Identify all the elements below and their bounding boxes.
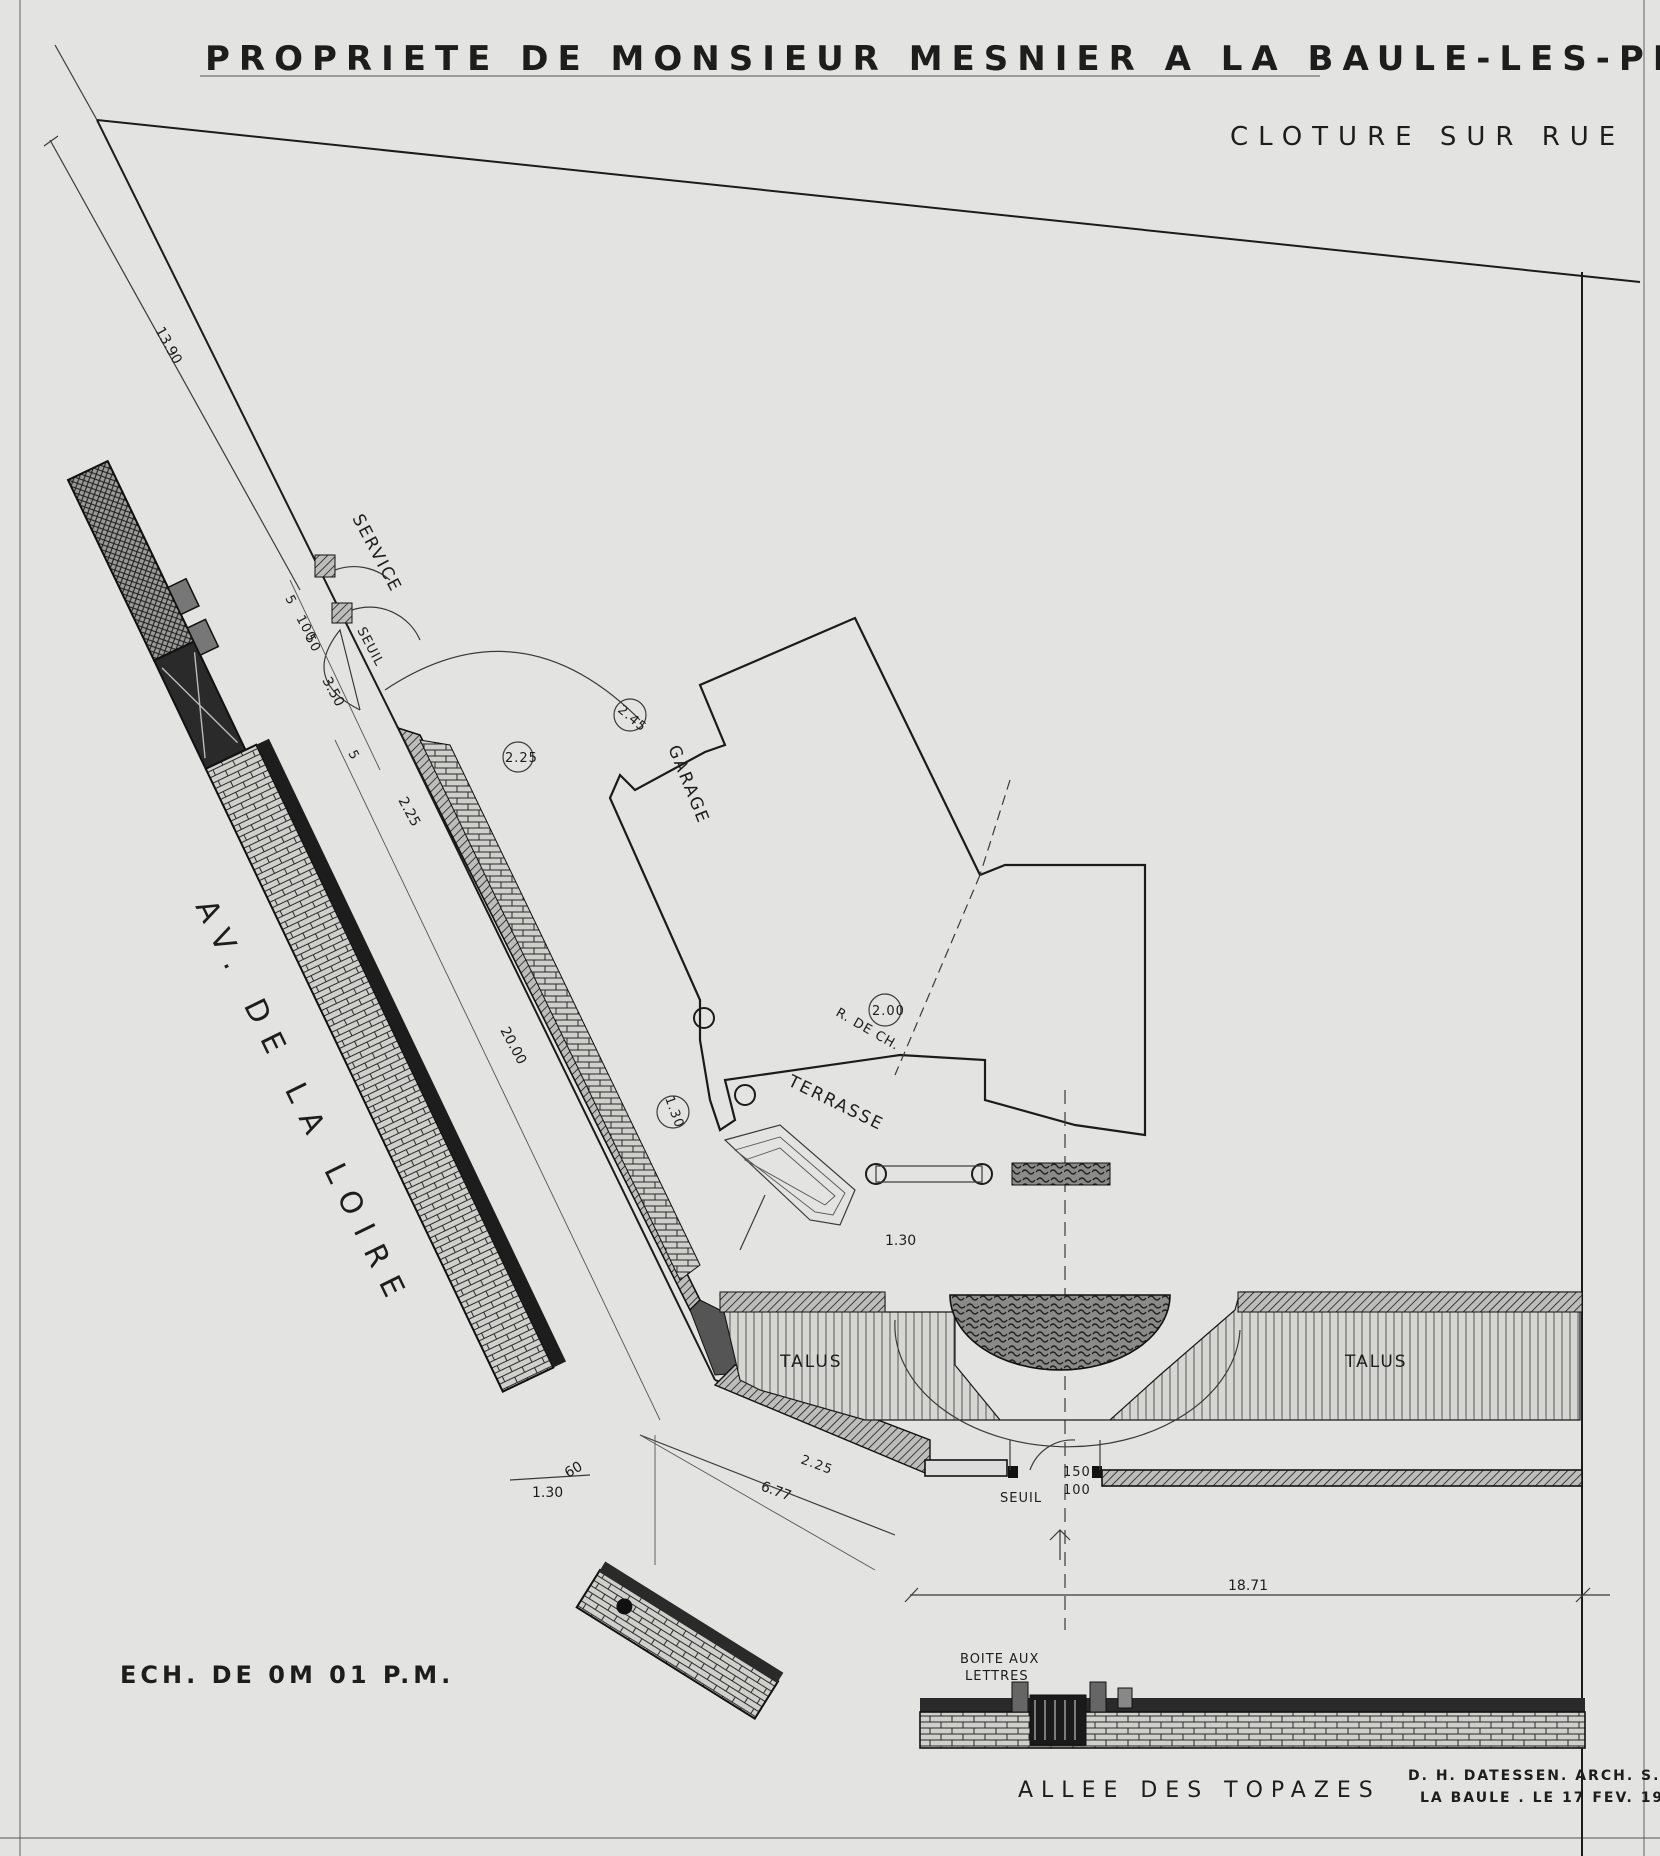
svg-text:2.25: 2.25	[394, 794, 423, 829]
svg-text:18.71: 18.71	[1228, 1578, 1268, 1594]
front-wall-elevation: BOITE AUX LETTRES	[919, 1652, 1586, 1749]
signature-line-1: D. H. DATESSEN. ARCH. S.A.D.G.	[1408, 1768, 1660, 1784]
property-boundary	[54, 44, 1641, 1856]
svg-text:SEUIL: SEUIL	[1000, 1491, 1042, 1506]
avenue-wall-elevation	[66, 459, 566, 1393]
svg-text:TALUS: TALUS	[779, 1352, 843, 1372]
svg-text:LETTRES: LETTRES	[965, 1669, 1029, 1684]
corner-entrance: 6.77 2.25	[639, 1434, 896, 1571]
alley-name-label: ALLEE DES TOPAZES	[1018, 1778, 1381, 1803]
svg-text:20.00: 20.00	[496, 1024, 529, 1067]
svg-text:BOITE AUX: BOITE AUX	[960, 1652, 1039, 1667]
svg-text:13.90: 13.90	[152, 324, 185, 367]
corner-wall-elevation	[575, 1561, 784, 1720]
svg-text:150: 150	[1063, 1465, 1091, 1480]
svg-text:1.30: 1.30	[885, 1233, 916, 1249]
svg-text:TALUS: TALUS	[1344, 1352, 1408, 1372]
plan-subtitle: CLOTURE SUR RUE	[1230, 122, 1625, 152]
svg-text:6.77: 6.77	[759, 1479, 794, 1505]
front-wall: SEUIL 150 100	[924, 1439, 1583, 1560]
svg-text:5: 5	[344, 748, 362, 763]
svg-text:2.25: 2.25	[505, 751, 538, 766]
svg-text:SERVICE: SERVICE	[348, 511, 406, 596]
svg-text:100: 100	[1063, 1483, 1091, 1498]
entrance-steps	[723, 1124, 856, 1251]
front-garden: TALUS TALUS	[719, 1291, 1583, 1448]
signature-line-2: LA BAULE . LE 17 FEV. 1937	[1420, 1790, 1660, 1806]
frontage-dimension: 18.71	[904, 1578, 1610, 1603]
svg-text:2.00: 2.00	[872, 1004, 905, 1019]
plan-title: PROPRIETE DE MONSIEUR MESNIER A LA BAULE…	[205, 39, 1660, 79]
svg-text:1.30: 1.30	[532, 1485, 563, 1501]
svg-text:TERRASSE: TERRASSE	[784, 1071, 887, 1135]
scale-label: ECH. DE 0M 01 P.M.	[120, 1661, 454, 1689]
svg-text:2.25: 2.25	[799, 1453, 835, 1478]
svg-text:5: 5	[281, 593, 299, 608]
svg-text:GARAGE: GARAGE	[663, 742, 713, 827]
wall-thickness-dimension: 1.30 60	[509, 1459, 591, 1501]
dimension-13-90: 13.90	[43, 135, 301, 591]
svg-text:60: 60	[562, 1459, 585, 1482]
